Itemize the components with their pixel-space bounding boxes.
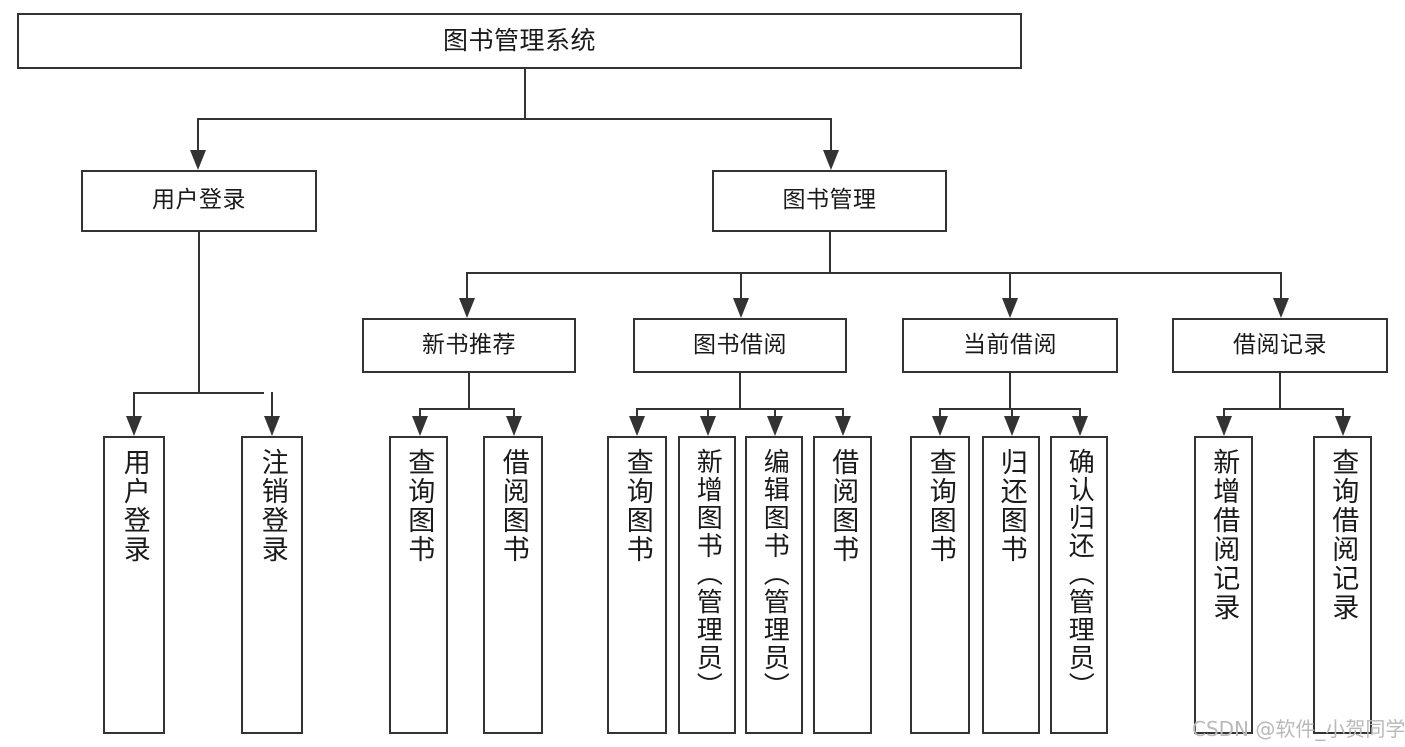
watermark-text: CSDN @软件_小贺同学 (1192, 717, 1405, 741)
connector-drop-new-book-recommend (466, 272, 468, 298)
connector-new-book-recommend-stem (468, 373, 470, 408)
node-label: 注销登录 (256, 448, 288, 564)
node-leaf-query-borrow-record[interactable]: 查询借阅记录 (1313, 436, 1372, 734)
node-label: 借阅图书 (497, 448, 529, 564)
arrow-to-user-login (190, 150, 206, 170)
node-label: 新书推荐 (422, 331, 516, 358)
connector-drop-leaf-add-book (707, 408, 709, 418)
arrow-leaf-logout (264, 416, 280, 436)
node-user-login[interactable]: 用户登录 (81, 170, 317, 232)
node-leaf-user-login[interactable]: 用户登录 (103, 436, 165, 734)
arrow-book-borrow (733, 298, 749, 318)
connector-drop-leaf-borrow-book-2 (842, 408, 844, 418)
connector-drop-leaf-query-book-2 (636, 408, 638, 418)
node-label: 图书管理系统 (442, 26, 596, 56)
connector-new-book-recommend-bus (419, 408, 514, 410)
arrow-new-book-recommend (459, 298, 475, 318)
node-leaf-query-book-new-recommend[interactable]: 查询图书 (389, 436, 448, 734)
node-label: 归还图书 (995, 448, 1027, 564)
node-current-borrow[interactable]: 当前借阅 (902, 318, 1118, 373)
node-root-book-management-system[interactable]: 图书管理系统 (17, 13, 1022, 69)
node-label: 查询图书 (924, 448, 956, 564)
node-label: 查询借阅记录 (1327, 448, 1359, 622)
node-label: 当前借阅 (963, 331, 1057, 358)
connector-borrow-record-stem (1279, 373, 1281, 408)
node-label: 新增借阅记录 (1208, 448, 1240, 622)
node-new-book-recommend[interactable]: 新书推荐 (362, 318, 576, 373)
connector-drop-leaf-user-login (133, 392, 135, 416)
connector-drop-leaf-query-book-3 (939, 408, 941, 418)
connector-book-management-stem (829, 232, 831, 272)
arrow-leaf-query-book-3 (932, 416, 948, 436)
arrow-leaf-borrow-book-1 (506, 416, 522, 436)
node-leaf-add-book[interactable]: 新增图书（管理员） (678, 436, 736, 734)
connector-drop-leaf-query-record (1342, 408, 1344, 418)
connector-drop-leaf-return-book (1011, 408, 1013, 418)
node-label: 确认归还（管理员） (1064, 448, 1095, 700)
node-leaf-borrow-book-new-recommend[interactable]: 借阅图书 (483, 436, 543, 734)
node-leaf-borrow-book-borrow[interactable]: 借阅图书 (813, 436, 872, 734)
arrow-leaf-return-book (1004, 416, 1020, 436)
node-label: 图书管理 (782, 187, 877, 214)
node-borrow-record[interactable]: 借阅记录 (1172, 318, 1388, 373)
connector-borrow-record-bus (1223, 408, 1342, 410)
connector-drop-book-borrow (740, 272, 742, 298)
connector-book-borrow-stem (739, 373, 741, 408)
connector-drop-leaf-add-record (1223, 408, 1225, 418)
node-leaf-edit-book[interactable]: 编辑图书（管理员） (745, 436, 803, 734)
node-label: 查询图书 (403, 448, 435, 564)
connector-book-borrow-bus (636, 408, 842, 410)
arrow-leaf-user-login (126, 416, 142, 436)
connector-drop-current-borrow (1009, 272, 1011, 298)
node-leaf-confirm-return[interactable]: 确认归还（管理员） (1050, 436, 1108, 734)
arrow-leaf-edit-book (767, 416, 783, 436)
node-label: 新增图书（管理员） (692, 448, 723, 700)
node-book-management[interactable]: 图书管理 (712, 170, 947, 232)
node-leaf-query-book-borrow[interactable]: 查询图书 (607, 436, 667, 734)
connector-root-stem (524, 69, 526, 118)
connector-user-login-leaf-bus (133, 392, 264, 394)
arrow-to-book-management (823, 150, 839, 170)
node-label: 图书借阅 (693, 331, 787, 358)
node-label: 用户登录 (118, 448, 150, 564)
node-leaf-add-borrow-record[interactable]: 新增借阅记录 (1194, 436, 1253, 734)
connector-level1-bus (197, 118, 831, 120)
connector-drop-leaf-edit-book (774, 408, 776, 418)
arrow-borrow-record (1273, 298, 1289, 318)
node-leaf-logout[interactable]: 注销登录 (241, 436, 303, 734)
node-label: 用户登录 (152, 187, 246, 214)
arrow-current-borrow (1002, 298, 1018, 318)
node-leaf-query-book-current[interactable]: 查询图书 (910, 436, 970, 734)
connector-drop-borrow-record (1280, 272, 1282, 298)
arrow-leaf-query-record (1335, 416, 1351, 436)
arrow-leaf-query-book-1 (412, 416, 428, 436)
connector-drop-to-book-management (830, 118, 832, 150)
connector-drop-leaf-confirm-return (1079, 408, 1081, 418)
node-label: 编辑图书（管理员） (759, 448, 790, 700)
arrow-leaf-borrow-book-2 (835, 416, 851, 436)
connector-drop-leaf-query-book-1 (419, 408, 421, 418)
connector-drop-leaf-logout (271, 392, 273, 416)
arrow-leaf-query-book-2 (629, 416, 645, 436)
connector-current-borrow-bus (939, 408, 1079, 410)
arrow-leaf-add-record (1216, 416, 1232, 436)
arrow-leaf-add-book (700, 416, 716, 436)
connector-current-borrow-stem (1009, 373, 1011, 408)
node-leaf-return-book[interactable]: 归还图书 (982, 436, 1040, 734)
node-label: 借阅图书 (827, 448, 859, 564)
connector-drop-leaf-borrow-book-1 (513, 408, 515, 418)
node-label: 查询图书 (621, 448, 653, 564)
connector-user-login-stem (198, 232, 200, 392)
connector-drop-to-user-login (197, 118, 199, 150)
connector-level3-bus (466, 272, 1280, 274)
arrow-leaf-confirm-return (1072, 416, 1088, 436)
node-label: 借阅记录 (1233, 331, 1327, 358)
node-book-borrow[interactable]: 图书借阅 (633, 318, 847, 373)
